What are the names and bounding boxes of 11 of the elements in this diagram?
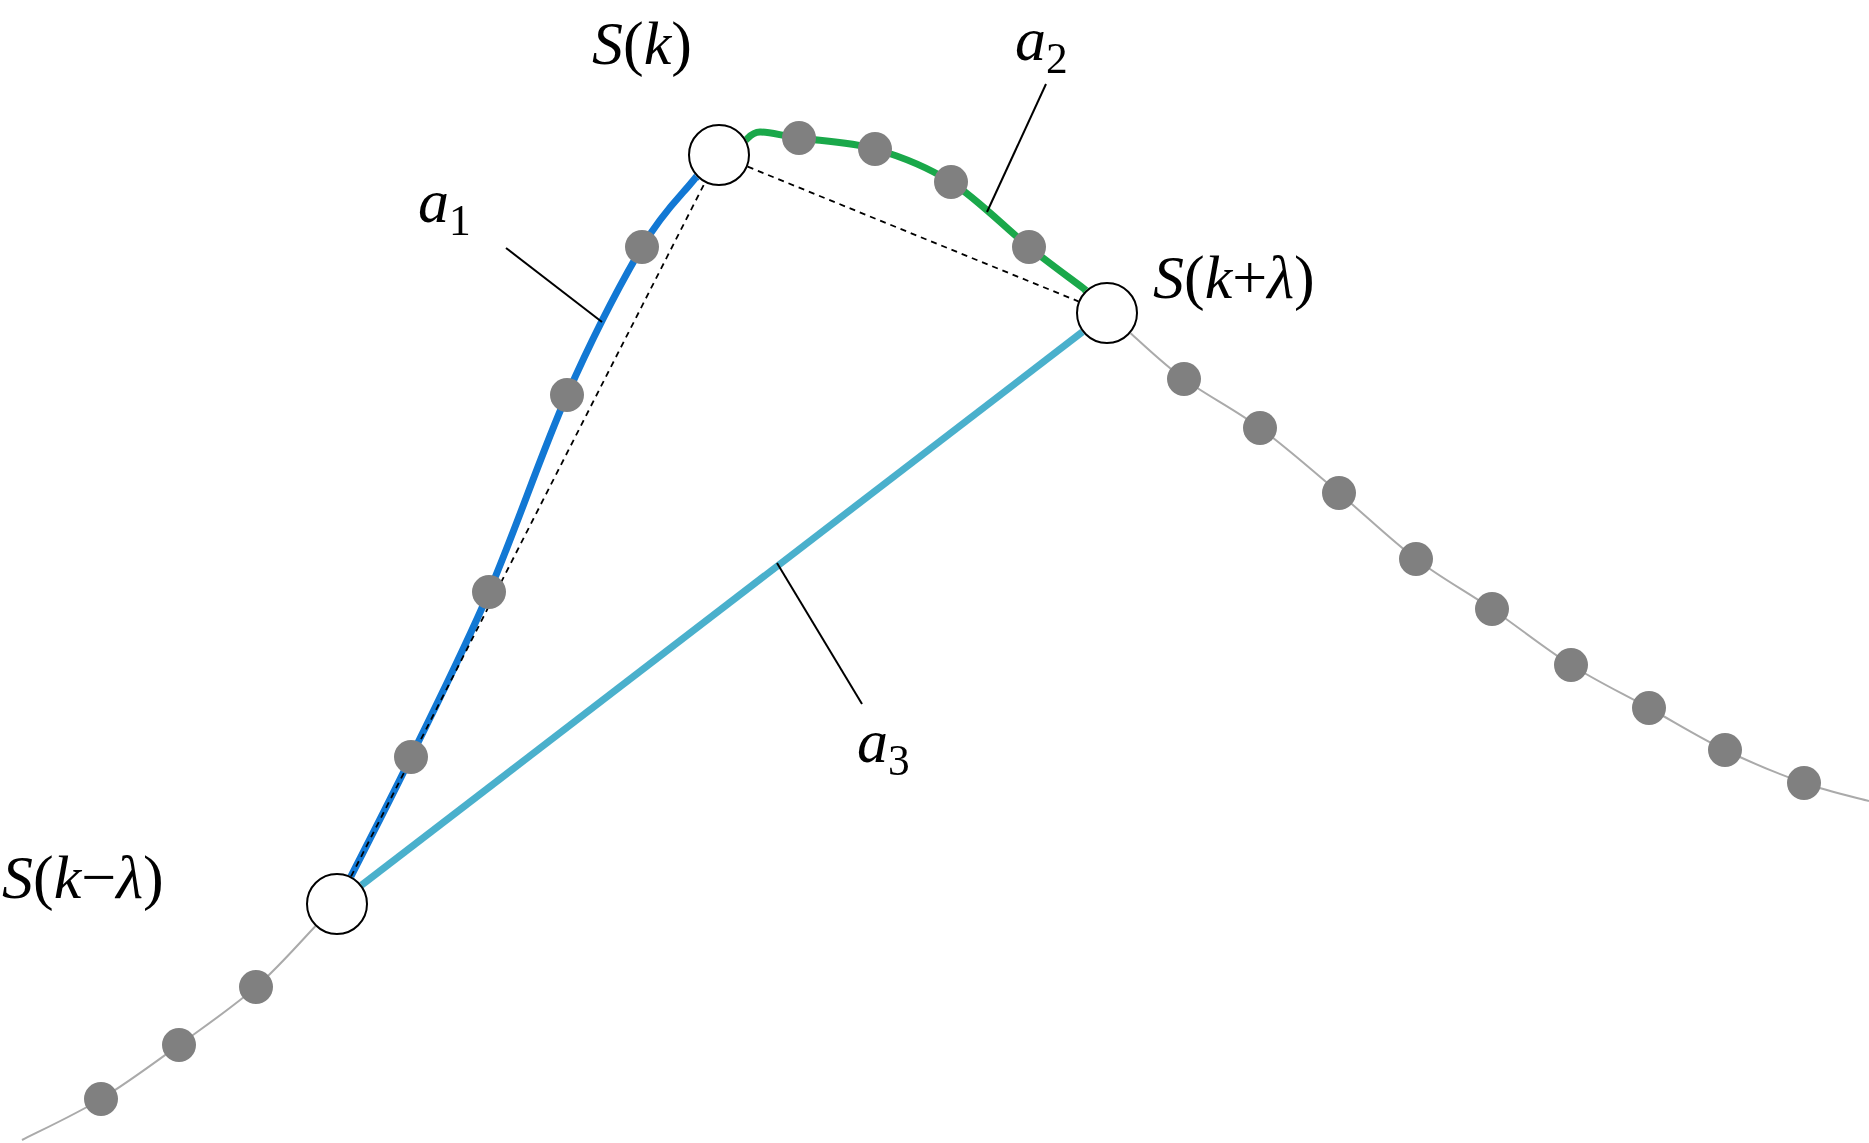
segment-label: a$_{3}$ xyxy=(857,710,910,783)
segment-label: a$_{2}$ xyxy=(1015,8,1068,81)
straight-segment xyxy=(359,329,1085,888)
sample-point-circle xyxy=(1076,282,1138,344)
leader-line xyxy=(776,562,863,705)
sample-point-circle xyxy=(688,124,750,186)
leader-line xyxy=(986,83,1047,213)
segment-label: a$_{1}$ xyxy=(418,170,471,243)
leader-line xyxy=(505,247,603,323)
sample-point-circle xyxy=(306,873,368,935)
dashed-chord xyxy=(746,165,1080,303)
